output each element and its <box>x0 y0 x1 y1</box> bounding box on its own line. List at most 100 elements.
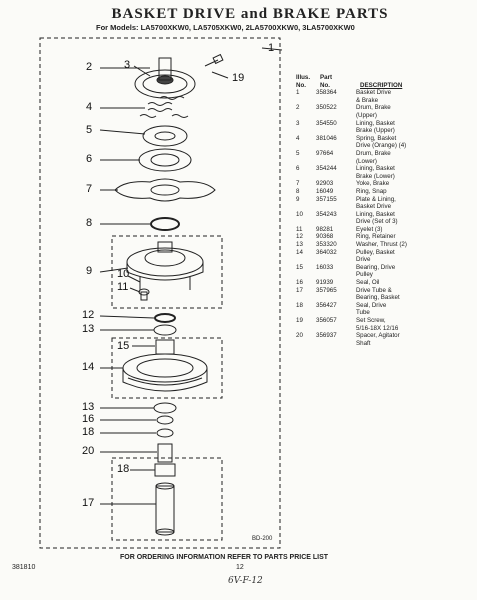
description: Shaft <box>356 339 371 347</box>
thrust-washer-bottom <box>153 402 177 414</box>
handwritten-note: 6V-F-12 <box>228 576 263 586</box>
part-no <box>310 142 350 150</box>
table-row: 14 364032 Pulley, Basket <box>296 249 466 257</box>
drawing-code: BD-200 <box>252 536 273 542</box>
retainer-ring <box>154 313 176 323</box>
part-no <box>310 309 350 317</box>
callout-2: 2 <box>86 61 93 73</box>
callout-17: 17 <box>82 497 95 509</box>
part-no <box>310 256 350 264</box>
agitator-shaft-spacer <box>157 443 173 463</box>
drive-tube <box>155 485 175 533</box>
lower-lining <box>138 148 192 172</box>
part-no: 364032 <box>316 248 337 256</box>
illus-no <box>296 158 310 166</box>
illus-no: 10 <box>296 210 303 218</box>
illus-no: 19 <box>296 317 303 324</box>
description: Plate & Lining, <box>356 195 396 203</box>
description: Spring, Basket <box>356 134 397 142</box>
table-row: Brake (Upper) <box>296 127 466 135</box>
description: Yoke, Brake <box>356 180 390 188</box>
illus-no: 17 <box>296 286 303 294</box>
table-row: Pulley <box>296 271 466 279</box>
illus-no: 4 <box>296 134 300 142</box>
illus-no: 14 <box>296 248 303 256</box>
part-no <box>310 340 350 348</box>
snap-ring <box>150 217 180 231</box>
model-list: For Models: LA5700XKW0, LA5705XKW0, 2LA5… <box>96 23 355 32</box>
assembly-frame <box>39 37 281 549</box>
callout-8: 8 <box>86 217 93 229</box>
table-row: Brake (Lower) <box>296 173 466 181</box>
callout-9: 9 <box>86 265 93 277</box>
callout-1: 1 <box>268 42 275 54</box>
header-description: DESCRIPTION <box>360 81 403 89</box>
description: Basket Drive <box>356 89 392 97</box>
description: Bearing, Basket <box>356 294 400 302</box>
callout-18-upper: 18 <box>82 426 95 438</box>
part-no <box>310 173 350 181</box>
part-no: 356937 <box>316 332 337 340</box>
description: (Upper) <box>356 111 377 119</box>
callout-14: 14 <box>82 361 95 373</box>
description: Spacer, Agitator <box>356 332 400 340</box>
illus-no: 15 <box>296 263 303 271</box>
table-row: Bearing, Basket <box>296 294 466 302</box>
part-no: 90368 <box>316 233 334 241</box>
part-no: 358364 <box>316 89 337 97</box>
description: Pulley, Basket <box>356 248 395 256</box>
part-no <box>310 127 350 135</box>
description: Bearing, Drive <box>356 263 396 271</box>
table-row: Basket Drive <box>296 203 466 211</box>
description: (Lower) <box>356 157 377 165</box>
description: Tube <box>356 309 370 317</box>
description: Drum, Brake <box>356 104 391 112</box>
illus-no: 2 <box>296 104 300 112</box>
header-illus-no: No. <box>296 81 306 89</box>
part-no: 97664 <box>316 149 334 157</box>
table-row: (Lower) <box>296 158 466 166</box>
table-header: No. No. DESCRIPTION <box>296 82 466 90</box>
illus-no: 12 <box>296 233 303 241</box>
callout-19: 19 <box>232 72 245 84</box>
callout-4: 4 <box>86 101 93 113</box>
illus-no: 5 <box>296 149 300 157</box>
illus-no <box>296 309 310 317</box>
description: 5/16-18X 12/16 <box>356 324 399 332</box>
description: Eyelet (3) <box>356 225 383 233</box>
description: Set Screw, <box>356 317 386 324</box>
header-illus: Illus. <box>296 74 311 81</box>
tube-frame <box>111 457 223 541</box>
illus-no <box>296 97 310 105</box>
part-no: 354243 <box>316 210 337 218</box>
callout-6: 6 <box>86 153 93 165</box>
page-code: 381810 <box>12 564 36 571</box>
illus-no <box>296 256 310 264</box>
illus-no <box>296 142 310 150</box>
table-row: 4 381046 Spring, Basket <box>296 135 466 143</box>
drive-tube-seal-bottom <box>154 463 176 477</box>
thrust-washer-top <box>153 324 177 336</box>
callout-3: 3 <box>124 59 131 71</box>
header-part-no: No. <box>320 81 330 89</box>
callout-12: 12 <box>82 309 95 321</box>
part-no: 381046 <box>316 134 337 142</box>
callout-7: 7 <box>86 183 93 195</box>
description: Seal, Drive <box>356 301 387 309</box>
illus-no <box>296 173 310 181</box>
callout-16: 16 <box>82 413 95 425</box>
description: Drive Tube & <box>356 286 392 294</box>
table-row: & Brake <box>296 97 466 105</box>
callout-15: 15 <box>117 340 130 352</box>
drive-tube-seal-top <box>156 428 174 438</box>
page-number: 12 <box>236 564 244 571</box>
illus-no: 6 <box>296 165 300 173</box>
